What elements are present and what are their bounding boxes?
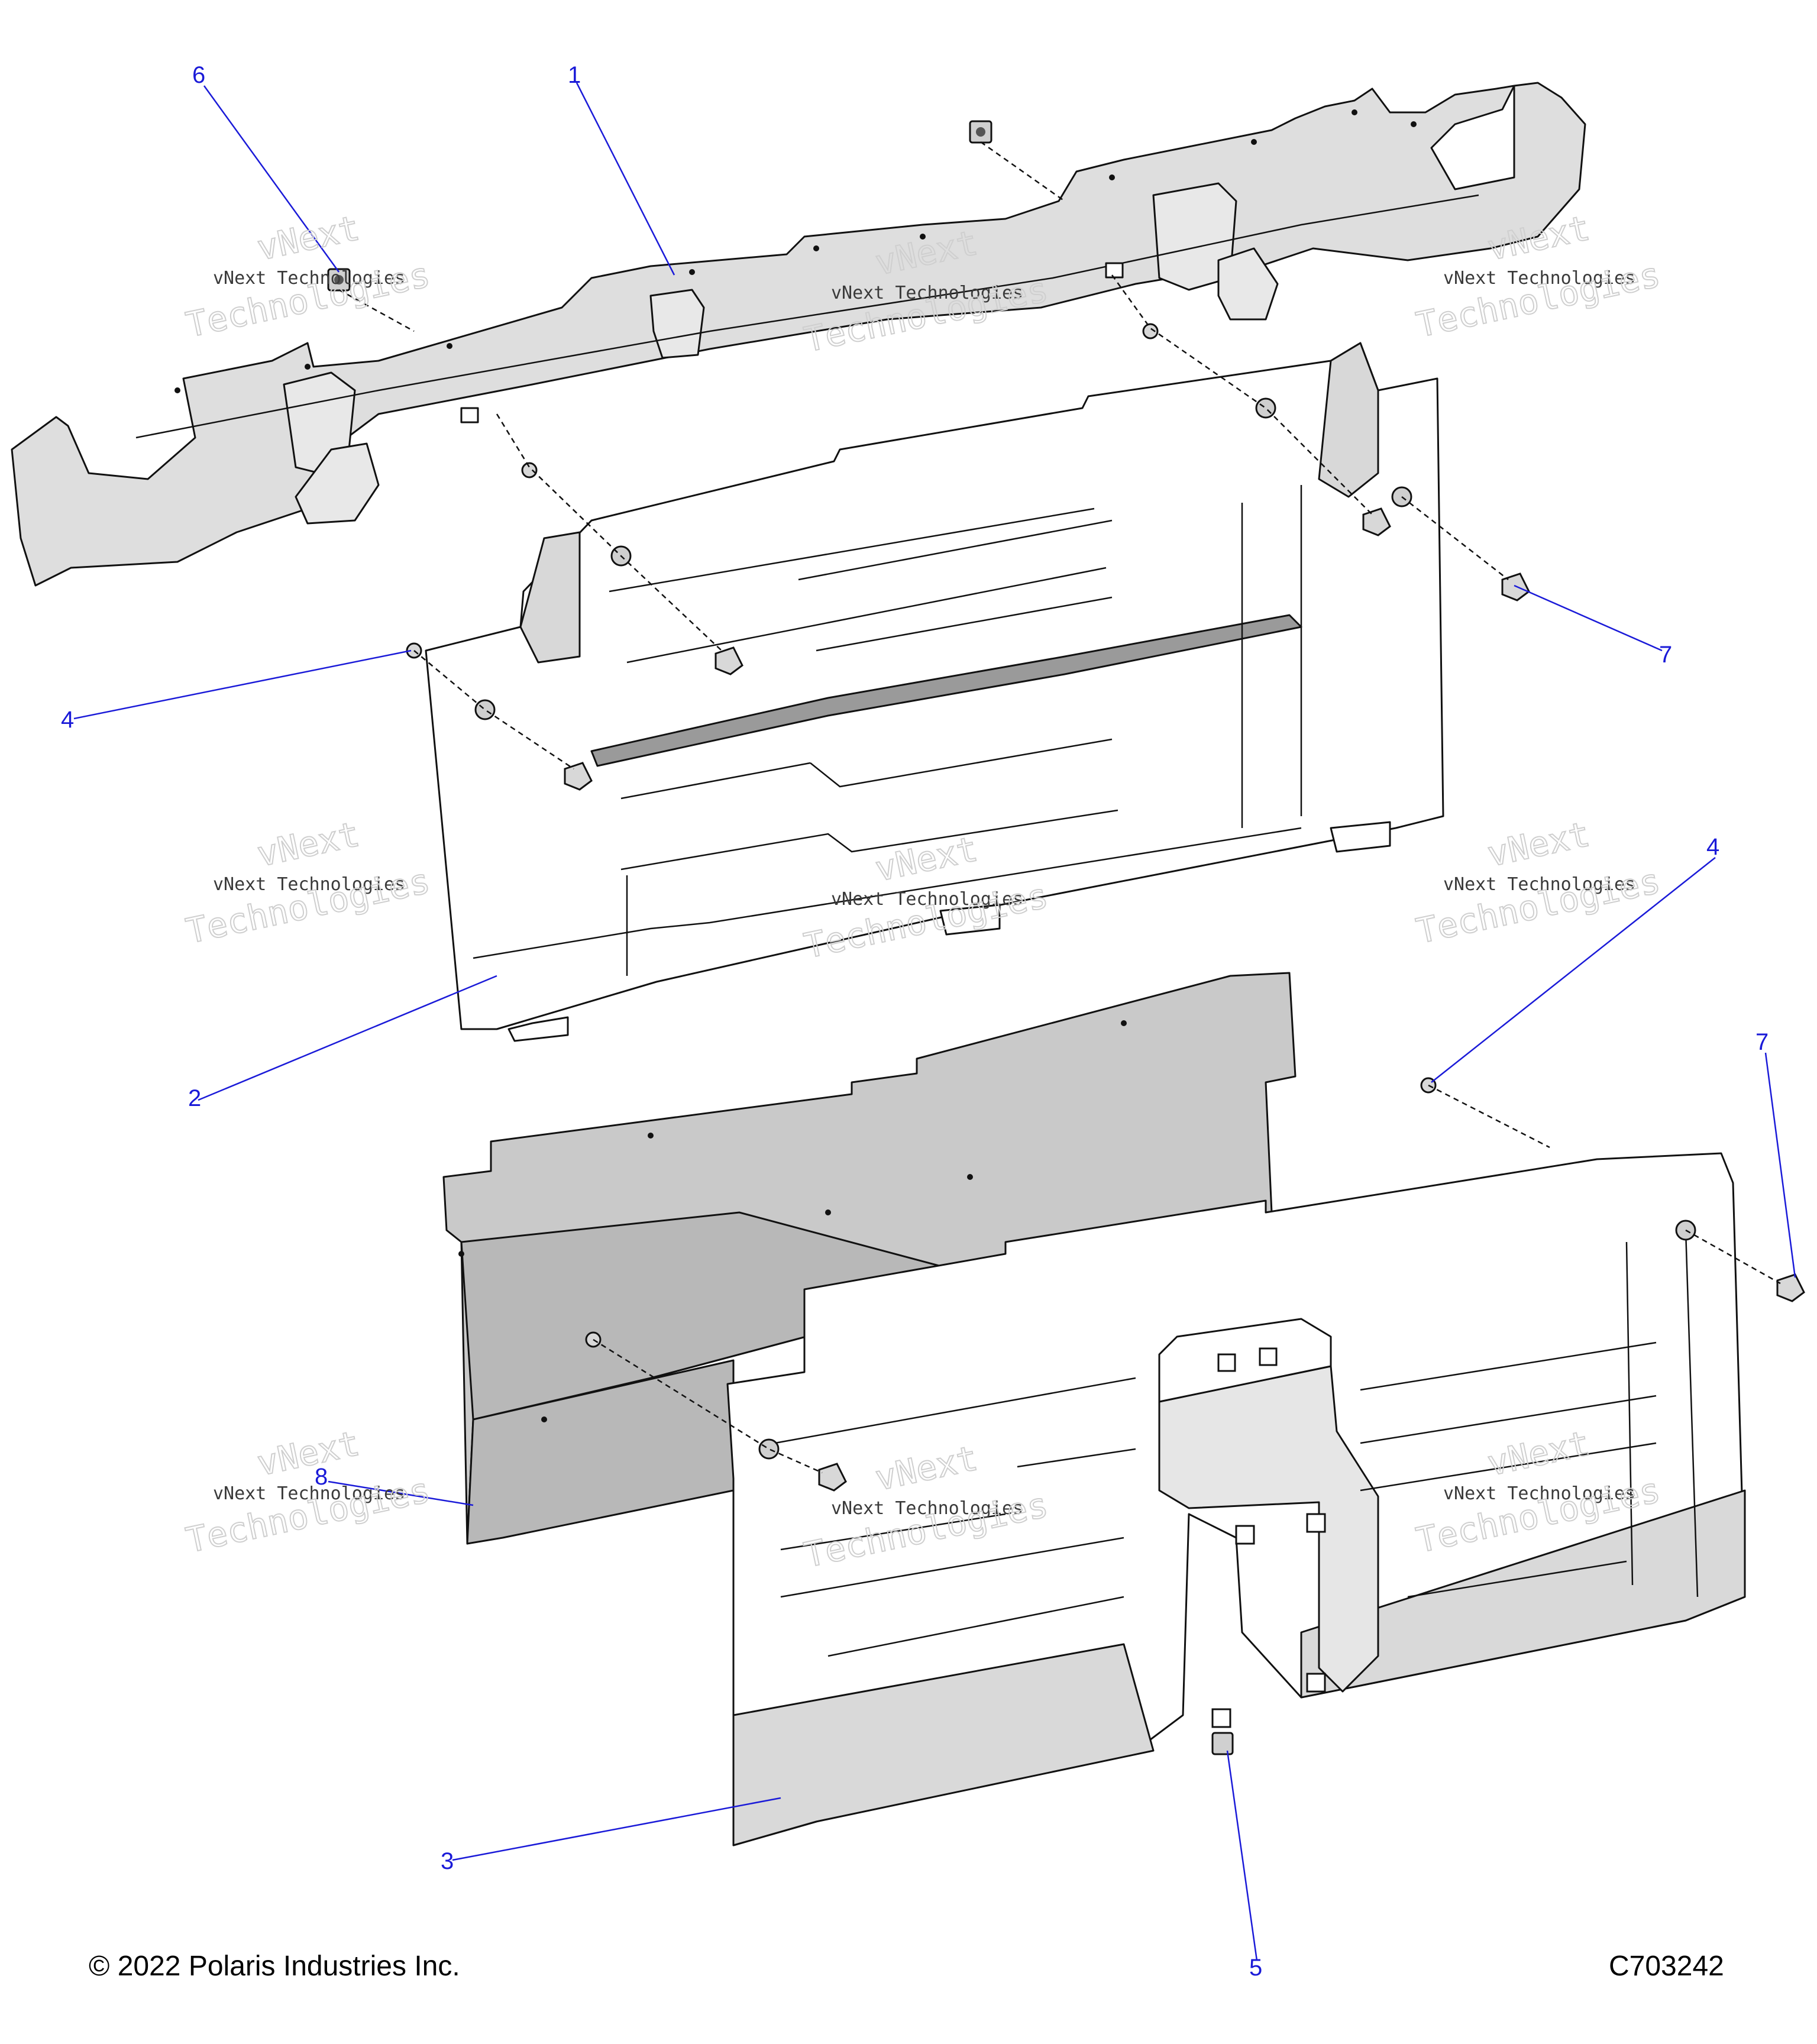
part-3-handle (1158, 1318, 1332, 1403)
svg-text:vNext: vNext (254, 208, 363, 269)
part-2-flap-left (519, 531, 581, 664)
callout-4-left[interactable]: 4 (61, 707, 74, 733)
callout-5[interactable]: 5 (1249, 1955, 1262, 1981)
svg-text:vNext Technologies: vNext Technologies (831, 1498, 1023, 1519)
part-2-ribbing (473, 485, 1302, 976)
svg-text:vNext Technologies: vNext Technologies (1443, 1483, 1635, 1504)
part-3-ribbing (774, 1230, 1699, 1657)
svg-text:vNext Technologies: vNext Technologies (831, 889, 1023, 910)
callouts: 1 2 3 4 4 5 6 7 7 8 (61, 62, 1768, 1981)
callout-6[interactable]: 6 (192, 62, 205, 88)
part-1-upper-bracket (11, 82, 1586, 587)
watermark: vNext vNext Technologies Technologies (800, 1437, 1052, 1576)
diagram-code: C703242 (1609, 1951, 1724, 1982)
fastener-6-nut-right (969, 120, 992, 144)
part-2-bottom-tabs (507, 821, 1391, 1042)
callout-7-top[interactable]: 7 (1659, 642, 1672, 668)
callout-2[interactable]: 2 (188, 1085, 201, 1111)
fastener-5-clip (1211, 1732, 1234, 1755)
svg-text:vNext: vNext (1484, 814, 1593, 875)
watermark: vNext vNext Technologies Technologies (1412, 813, 1664, 952)
callout-7-bottom[interactable]: 7 (1755, 1029, 1768, 1055)
fastener-6-nut-left (327, 268, 351, 292)
part-1-slot-right (1105, 262, 1124, 279)
part-3-lower-skirt (732, 1643, 1155, 1846)
svg-text:vNext Technologies: vNext Technologies (1443, 268, 1635, 289)
callout-8[interactable]: 8 (315, 1464, 328, 1490)
callout-4-right[interactable]: 4 (1706, 834, 1719, 860)
part-1-slot-left (460, 407, 479, 423)
part-1-hanger-right (1217, 247, 1279, 321)
part-2-middle-panel (425, 342, 1444, 1042)
svg-text:vNext Technologies: vNext Technologies (213, 874, 405, 895)
watermark: vNext vNext Technologies Technologies (182, 207, 434, 346)
part-3-clip-holes (1211, 1347, 1326, 1728)
svg-text:vNext Technologies: vNext Technologies (213, 268, 405, 289)
part-1-tab-mid (649, 289, 705, 359)
callout-1[interactable]: 1 (568, 62, 581, 88)
part-3-grommets (758, 1220, 1696, 1460)
copyright-text: © 2022 Polaris Industries Inc. (89, 1951, 460, 1982)
watermark: vNext vNext Technologies Technologies (182, 813, 434, 952)
part-1-hanger-left (295, 442, 380, 525)
svg-text:vNext: vNext (254, 814, 363, 875)
svg-text:vNext Technologies: vNext Technologies (831, 283, 1023, 303)
callout-3[interactable]: 3 (441, 1848, 454, 1874)
svg-text:vNext: vNext (254, 1423, 363, 1484)
watermark: vNext vNext Technologies Technologies (182, 1422, 434, 1561)
leader-lines (73, 82, 1796, 1961)
svg-text:vNext Technologies: vNext Technologies (1443, 874, 1635, 895)
part-1-fold-line (135, 194, 1479, 439)
part-3-lower-panel (726, 1152, 1746, 1846)
fastener-7-pushpins (564, 507, 1805, 1492)
part-8-holes (458, 1020, 1127, 1422)
part-2-flap-right (1318, 342, 1379, 498)
part-3-lower-skirt-right (1300, 1489, 1746, 1699)
fastener-4-washers (406, 323, 1437, 1348)
part-1-holes (174, 109, 1417, 393)
part-3-center-bracket (1158, 1365, 1379, 1693)
assembly-lines (338, 141, 1781, 1474)
svg-text:vNext Technologies: vNext Technologies (213, 1483, 405, 1504)
